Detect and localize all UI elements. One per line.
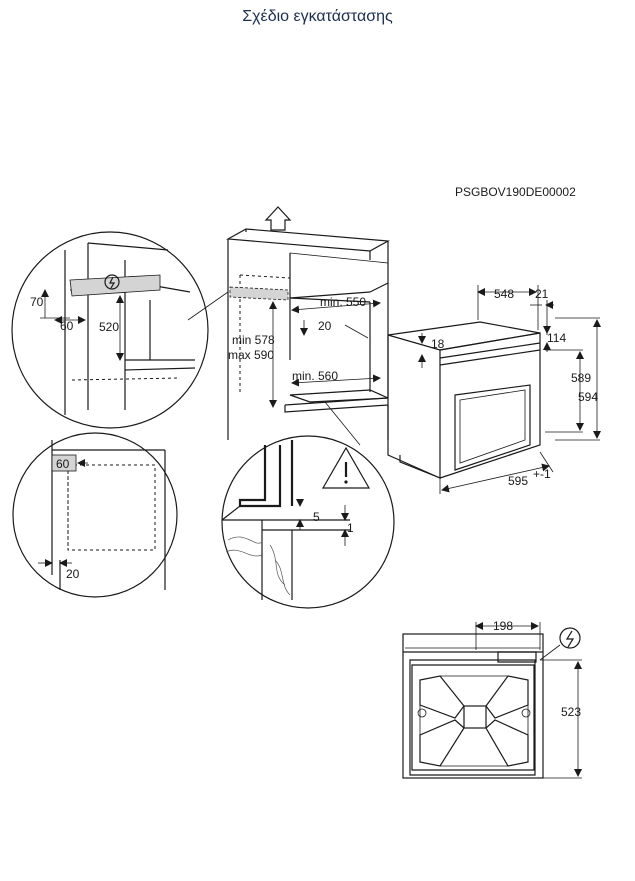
dim-21: 21: [535, 287, 549, 301]
dim-min-560: min. 560: [292, 369, 338, 383]
detail-bottom-left: 60 20: [12, 432, 178, 598]
dim-1: 1: [347, 521, 354, 535]
dim-589: 589: [571, 371, 591, 385]
detail-top-left: 70 60 520: [11, 231, 209, 429]
dim-min-550: min. 550: [320, 295, 366, 309]
dim-18: 18: [431, 337, 445, 351]
dim-594: 594: [578, 390, 598, 404]
dim-max-590: max 590: [228, 348, 274, 362]
airflow-up-arrow-icon: [264, 206, 292, 231]
dim-70: 70: [30, 295, 44, 309]
cabinet-niche: min. 550 20 min 578 max 590 min. 560: [187, 206, 391, 446]
power-plug-icon: [104, 274, 120, 290]
dim-min-578: min 578: [232, 333, 275, 347]
dim-60-top: 60: [60, 319, 74, 333]
dim-523: 523: [561, 705, 581, 719]
power-plug-icon: [559, 627, 581, 649]
page-title: Σχέδιο εγκατάστασης: [242, 8, 393, 25]
dim-548: 548: [494, 287, 514, 301]
dim-114: 114: [547, 331, 566, 345]
dim-198: 198: [493, 619, 513, 633]
dim-595-tolerance: +-1: [533, 467, 551, 481]
oven-dimension-view: 548 21 114 18 589 594 595 +-1: [387, 285, 601, 494]
drawing-code: PSGBOV190DE00002: [455, 185, 576, 199]
oven-back-view: 198 523: [402, 619, 582, 779]
dim-20-bottom: 20: [66, 567, 80, 581]
warning-triangle-icon: [321, 446, 371, 489]
dim-20-niche: 20: [318, 319, 332, 333]
dim-60-bottom: 60: [56, 457, 70, 471]
dim-520: 520: [99, 320, 119, 334]
dim-595: 595: [508, 474, 528, 488]
detail-gap: 5 1: [221, 435, 395, 609]
dim-5: 5: [313, 510, 320, 524]
